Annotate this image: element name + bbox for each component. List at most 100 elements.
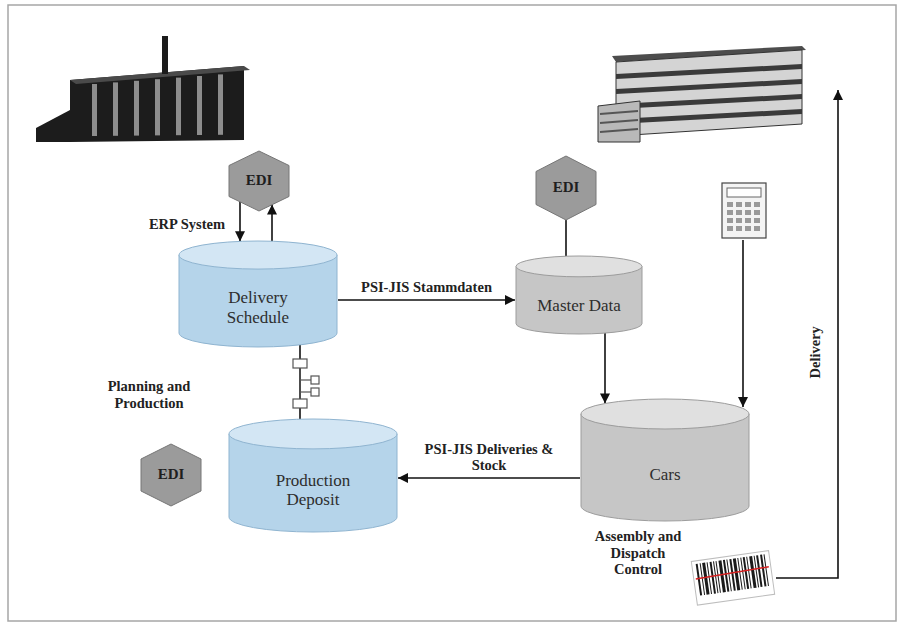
node-text-area: EDI [228,150,290,212]
hierarchy-icon-part [293,399,307,408]
factory-building-part [36,110,70,142]
office-building-part [600,111,638,132]
input-arrow [742,240,744,407]
node-text: EDI [553,179,580,196]
caption-label: ERP System [95,216,225,233]
calculator-icon-part-part [727,210,733,215]
hexagon-outline [229,151,289,211]
factory-building-part-part [155,79,160,135]
hierarchy-icon-part [311,376,319,384]
barcode-icon-part-part [723,560,729,592]
database-cylinder: Cars [580,398,750,522]
caption-label: Assembly and Dispatch Control [590,528,686,578]
node-text-area: Production Deposit [228,448,398,533]
flow-arrow [239,202,241,242]
flow-arrow [565,220,567,256]
hierarchy-icon [293,359,319,408]
calculator-icon-part [727,202,760,231]
edi-hexagon: EDI [228,150,290,212]
cylinder-body [581,414,749,521]
calculator-icon [722,183,766,238]
delivery-arrow [776,90,838,578]
barcode-icon-part-part [760,555,766,587]
barcode-icon [691,551,774,605]
calculator-icon-part-part [754,202,760,207]
node-text: Delivery Schedule [208,288,308,327]
calculator-icon-part-part [745,218,751,223]
barcode-icon-part-part [733,558,740,590]
node-text: Cars [649,465,680,485]
node-text-area: EDI [140,443,202,507]
hierarchy-icon-part [311,388,319,396]
factory-building-part-part [197,76,202,135]
caption-label: Planning and Production [106,378,192,411]
barcode-icon-part-part [749,556,756,588]
office-building-part [616,50,802,136]
calculator-icon-part-part [754,226,760,231]
node-text: Master Data [537,296,621,316]
calculator-icon-part-part [736,226,742,231]
flow-arrow [271,205,273,242]
database-cylinder: Delivery Schedule [178,240,338,348]
office-building-part-part [616,109,802,124]
calculator-icon-part-part [745,226,751,231]
calculator-icon-part-part [736,210,742,215]
barcode-icon-part [691,551,774,605]
factory-building-part-part [218,74,223,134]
node-text: EDI [158,466,185,483]
edi-hexagon: EDI [140,443,202,507]
node-text-area: Delivery Schedule [178,268,338,348]
office-building [598,46,806,142]
calculator-icon-part [722,183,766,238]
flow-arrow [604,333,606,403]
office-building-part-part [600,129,638,132]
delivery-label: Delivery [807,326,824,378]
factory-building-part [92,74,223,136]
cylinder-top [516,256,642,277]
calculator-icon-part-part [727,218,733,223]
office-building-part [598,101,640,142]
hierarchy-icon-part [293,359,307,368]
node-outline [580,398,750,522]
barcode-icon-part-part [713,561,718,593]
office-building-part-part [616,64,802,79]
hexagon-outline [536,156,596,220]
barcode-icon-part-part [764,554,769,586]
barcode-icon-part-part [702,563,709,595]
database-cylinder: Master Data [515,255,643,335]
calculator-icon-part-part [736,202,742,207]
barcode-icon-part-part [710,562,716,594]
hierarchy-icon-part [300,379,311,380]
factory-building-part-part [92,84,97,136]
calculator-icon-part-part [727,226,733,231]
office-building-part-part [616,79,802,94]
calculator-icon-part-part [754,210,760,215]
node-text: EDI [246,172,273,189]
node-text-area: Cars [580,428,750,522]
calculator-icon-part [727,188,761,197]
factory-building-part-part [176,78,181,136]
calculator-icon-part-part [745,202,751,207]
cylinder-top [581,399,749,429]
hierarchy-icon-part [299,368,300,399]
hexagon-outline [141,444,201,506]
database-cylinder: Production Deposit [228,418,398,533]
calculator-icon-part-part [745,210,751,215]
barcode-icon-part [696,567,770,579]
frame-border [8,5,896,621]
barcode-icon-part-part [743,557,749,589]
factory-building-part-part [113,82,118,135]
flow-arrow [398,477,580,479]
office-building-part-part [600,120,638,123]
factory-building [36,36,250,142]
office-building-part [616,64,802,124]
calculator-icon-part-part [736,218,742,223]
office-building-part-part [616,94,802,109]
node-text-area: Master Data [515,276,643,335]
cylinder-top [229,419,397,449]
cylinder-top [179,241,337,269]
node-text: Production Deposit [258,471,368,510]
